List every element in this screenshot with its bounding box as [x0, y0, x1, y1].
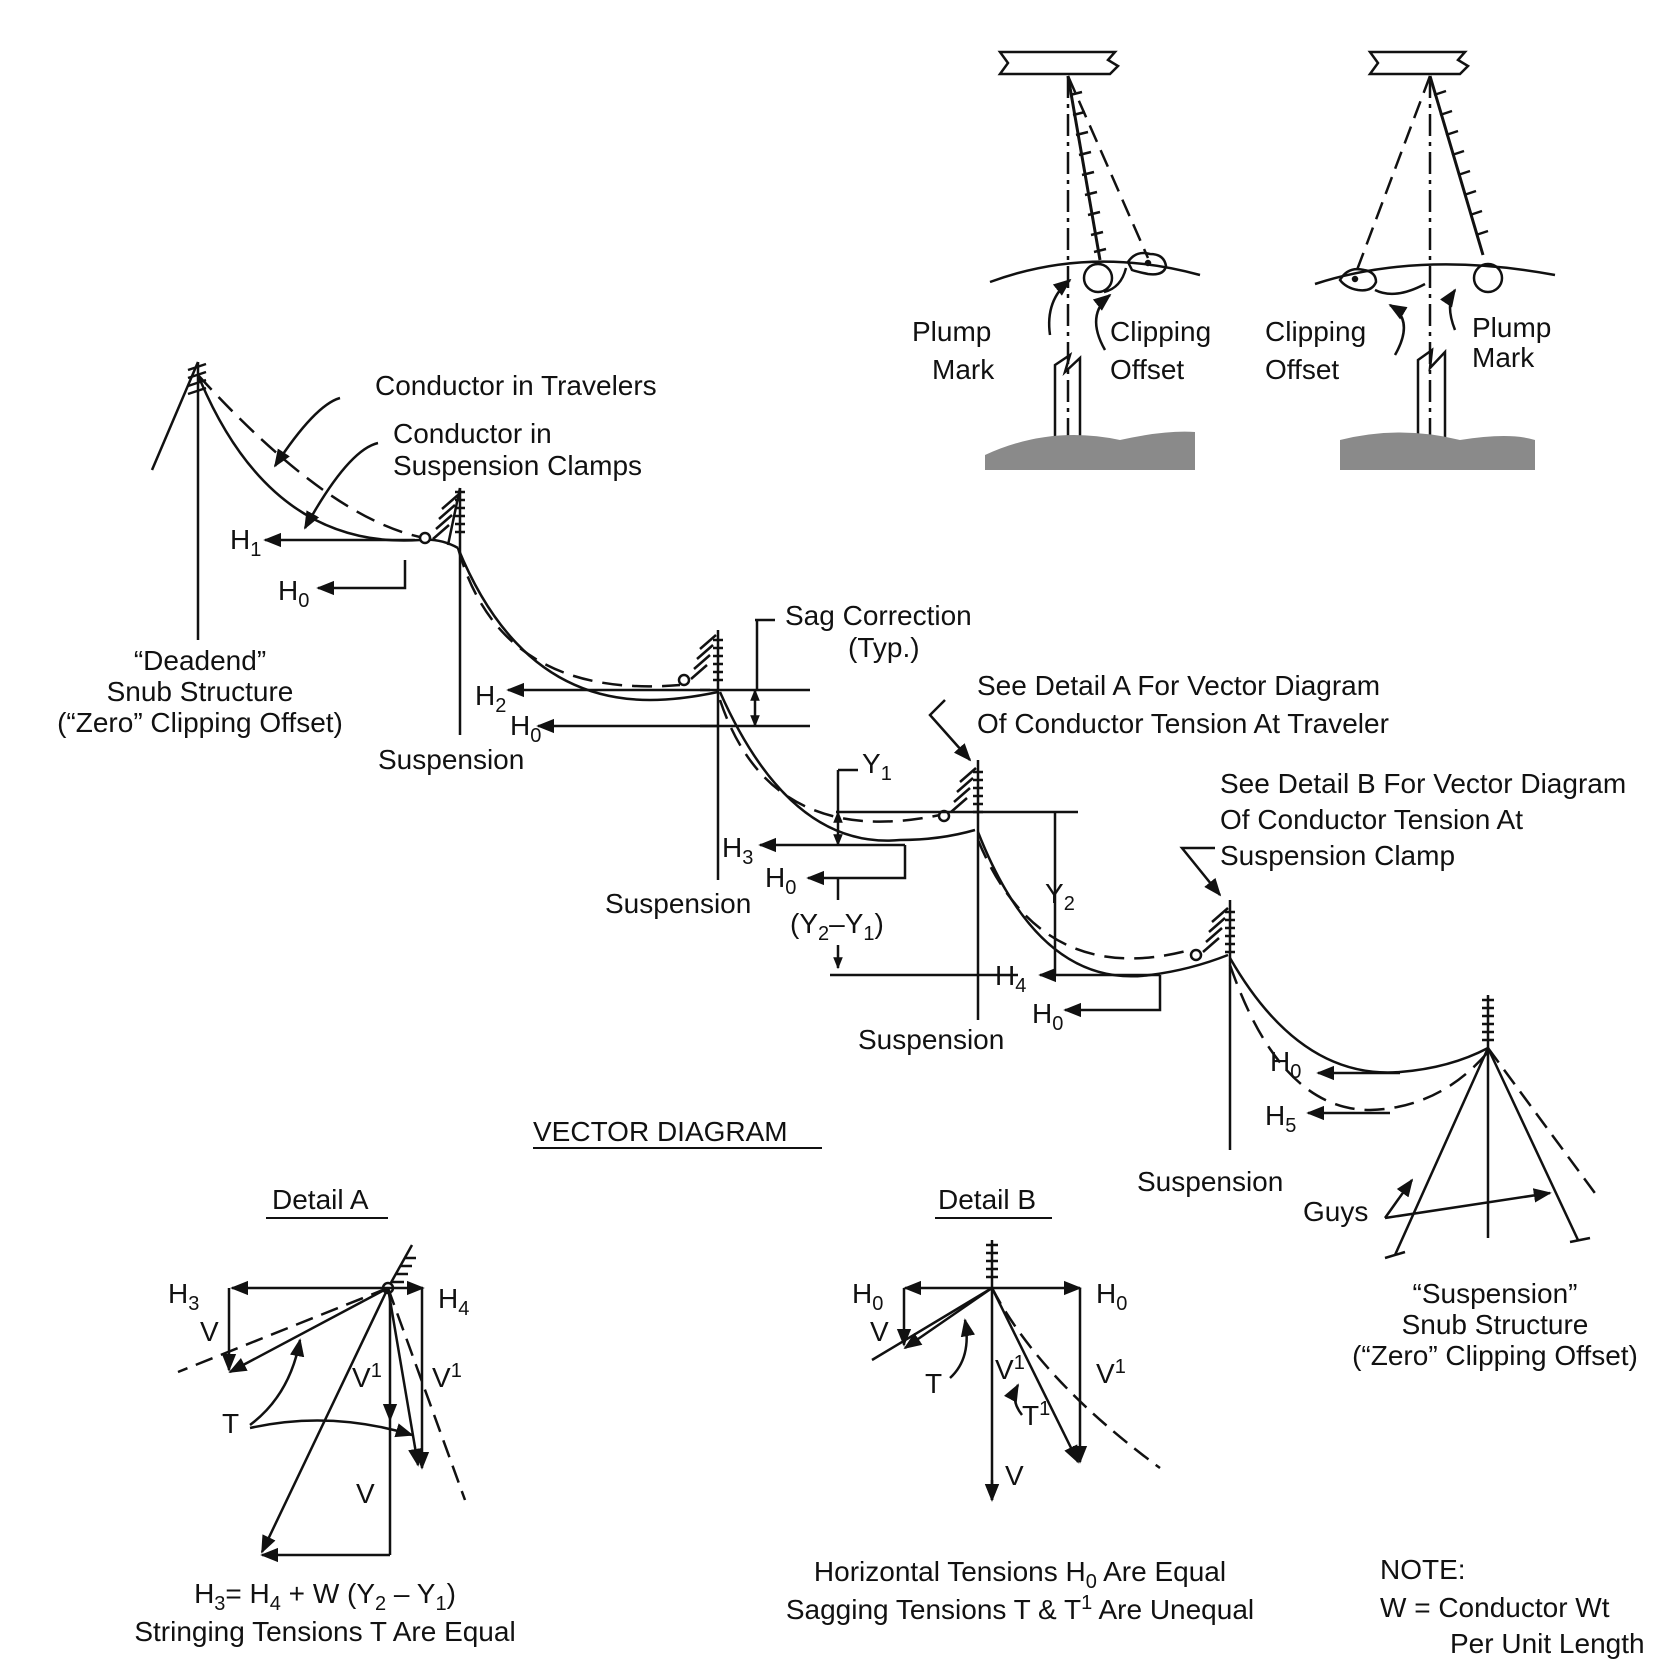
detail-b-caption-2: Sagging Tensions T & T1 Are Unequal [785, 1592, 1255, 1625]
note-title: NOTE: [1380, 1554, 1466, 1585]
conductor-in-clamps-label-2: Suspension Clamps [393, 450, 643, 481]
ground-right [1340, 432, 1535, 470]
suspension-label-4: Suspension [1137, 1166, 1284, 1197]
see-detail-b-label-2: Of Conductor Tension At [1220, 804, 1523, 835]
detail-b-caption-1: Horizontal Tensions H0 Are Equal [813, 1556, 1227, 1593]
vector-diagram-title: VECTOR DIAGRAM [533, 1116, 788, 1147]
h2-label: H2 [475, 680, 507, 717]
see-detail-a-label-2: Of Conductor Tension At Traveler [977, 708, 1389, 739]
suspension-label-2: Suspension [605, 888, 752, 919]
suspension-label-1: Suspension [378, 744, 525, 775]
detail-a-v1-label-2: V1 [432, 1360, 462, 1393]
detail-a-v1-label-1: V1 [352, 1360, 382, 1393]
see-detail-a-label: See Detail A For Vector Diagram [977, 670, 1381, 701]
conductor-in-travelers-label: Conductor in Travelers [375, 370, 657, 401]
suspension-structure-2 [690, 630, 1078, 977]
clipping-offset-label-left: Clipping [1110, 316, 1212, 347]
h3-label: H3 [722, 832, 754, 869]
clipping-offset-label-right: Clipping [1265, 316, 1367, 347]
detail-b-v1-label-1: V1 [995, 1352, 1025, 1385]
detail-a-vectors [177, 1244, 467, 1563]
h0-label-2: H0 [510, 710, 542, 747]
h0-label-5: H0 [1270, 1046, 1302, 1083]
detail-a-h3-label: H3 [168, 1278, 200, 1315]
clipping-offset-label-right-2: Offset [1265, 354, 1340, 385]
h0-label-1: H0 [278, 575, 310, 612]
suspension-structure-3 [928, 699, 1229, 1020]
detail-a-equation: H3= H4 + W (Y2 – Y1) [194, 1578, 456, 1615]
plumb-mark-label-right: Plump [1472, 312, 1552, 343]
plumb-mark-label-left: Plump [912, 316, 992, 347]
detail-a-h4-label: H4 [438, 1283, 470, 1320]
detail-b-title: Detail B [938, 1184, 1037, 1215]
ground-left [985, 431, 1195, 470]
plumb-mark-label-right-2: Mark [1472, 342, 1535, 373]
suspension-label-3: Suspension [858, 1024, 1005, 1055]
detail-b-h0-label-right: H0 [1096, 1278, 1128, 1315]
sag-correction-label: Sag Correction [785, 600, 972, 631]
suspension-structure-4 [1202, 900, 1489, 1150]
guys-label: Guys [1303, 1196, 1369, 1227]
detail-a-v-label-2: V [356, 1478, 375, 1509]
y1-label: Y1 [862, 748, 892, 785]
detail-a-v-label-1: V [200, 1316, 219, 1347]
detail-b-v-label-2: V [1005, 1460, 1024, 1491]
detail-a-title: Detail A [272, 1184, 369, 1215]
plumb-mark-label-left-2: Mark [932, 354, 995, 385]
top-right-plumb-sketch [1314, 50, 1556, 440]
see-detail-b-label: See Detail B For Vector Diagram [1220, 768, 1627, 799]
y2-minus-y1-label: (Y2–Y1) [790, 908, 884, 945]
detail-b-v1-label-2: V1 [1096, 1356, 1126, 1389]
detail-b-v-label-1: V [870, 1316, 889, 1347]
top-left-plumb-sketch [989, 50, 1201, 440]
detail-a-caption: Stringing Tensions T Are Equal [134, 1616, 516, 1647]
h1-label: H1 [230, 524, 262, 561]
conductor-in-clamps-label: Conductor in [393, 418, 552, 449]
clipping-offset-label-left-2: Offset [1110, 354, 1185, 385]
suspension-snub-label: “Suspension” Snub Structure (“Zero” Clip… [1352, 1278, 1638, 1371]
h0-label-4: H0 [1032, 998, 1064, 1035]
sag-correction-typ-label: (Typ.) [848, 632, 920, 663]
deadend-structure [150, 361, 459, 640]
h4-label: H4 [995, 960, 1027, 997]
detail-b-t1-label: T1 [1022, 1398, 1051, 1431]
h5-label: H5 [1265, 1100, 1297, 1137]
h0-label-3: H0 [765, 862, 797, 899]
y2-label: Y2 [1045, 878, 1075, 915]
see-detail-b-label-3: Suspension Clamp [1220, 840, 1456, 871]
detail-b-h0-label-left: H0 [852, 1278, 884, 1315]
detail-b-t-label: T [925, 1368, 943, 1399]
suspension-snub-structure [1383, 995, 1602, 1260]
detail-b-vectors [871, 1240, 1161, 1502]
note-line-2: Per Unit Length [1450, 1628, 1645, 1659]
detail-a-t-label: T [222, 1408, 240, 1439]
deadend-structure-label: “Deadend” Snub Structure (“Zero” Clippin… [57, 645, 343, 738]
note-line-1: W = Conductor Wt [1380, 1592, 1610, 1623]
